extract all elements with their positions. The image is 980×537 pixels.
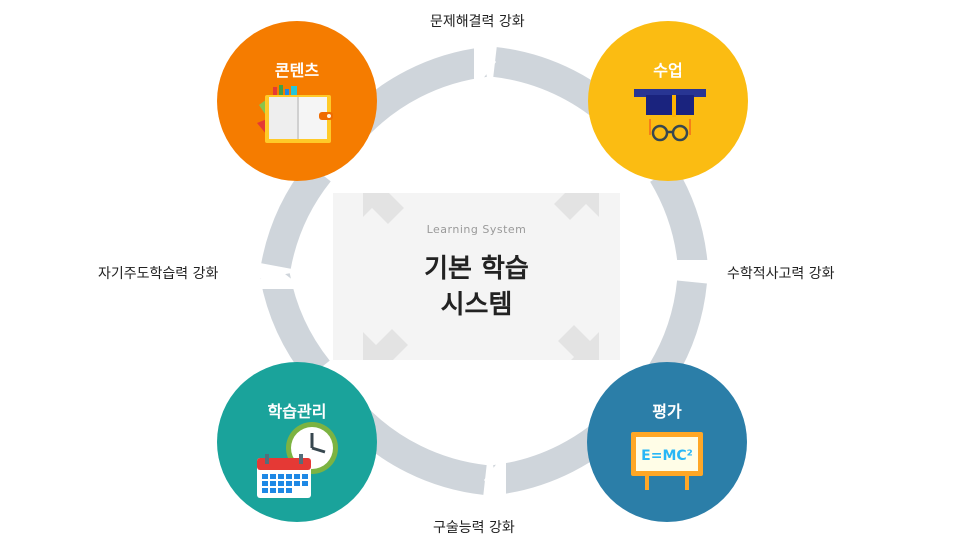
edge-label-right: 수학적사고력 강화 — [727, 266, 835, 282]
ring-notch-top — [474, 44, 496, 80]
node-class: 수업 — [588, 21, 748, 181]
ring-notch-right — [676, 260, 712, 282]
ring-segment-left-top — [261, 162, 331, 270]
ring-notch-left — [258, 267, 294, 289]
center-arrows — [363, 193, 599, 360]
center-subtitle: Learning System — [426, 223, 527, 236]
graduation-cap-icon — [634, 89, 706, 142]
calendar-clock-icon — [257, 422, 338, 498]
node-contents: 콘텐츠 — [217, 21, 377, 181]
node-evaluation-label: 평가 — [652, 402, 682, 421]
edge-label-left: 자기주도학습력 강화 — [98, 266, 219, 282]
ring-notch-bottom — [484, 462, 506, 498]
blackboard-icon: E=MC² — [631, 432, 703, 490]
edge-label-bottom: 구술능력 강화 — [433, 520, 515, 536]
center-title: 기본 학습 시스템 — [333, 251, 620, 323]
arrow-up-left-icon — [363, 193, 404, 224]
edge-label-top: 문제해결력 강화 — [430, 14, 525, 30]
arrow-up-right-icon — [554, 193, 599, 220]
node-evaluation: 평가 E=MC² — [587, 362, 747, 522]
ring-segment-right-bottom — [649, 280, 707, 380]
node-management: 학습관리 — [217, 362, 377, 522]
arrow-down-right-icon — [558, 325, 599, 360]
ring-segment-left-bottom — [260, 272, 330, 380]
node-class-label: 수업 — [653, 61, 683, 80]
book-icon — [257, 85, 333, 143]
node-contents-label: 콘텐츠 — [274, 61, 320, 80]
center-title-line2: 시스템 — [440, 290, 513, 320]
blackboard-formula: E=MC² — [641, 448, 693, 464]
node-management-label: 학습관리 — [267, 402, 327, 421]
center-title-line1: 기본 학습 — [424, 254, 529, 284]
ring-segment-right-top — [650, 166, 708, 270]
center-box: Learning System 기본 학습 시스템 — [333, 193, 620, 360]
arrow-down-left-icon — [363, 329, 408, 360]
